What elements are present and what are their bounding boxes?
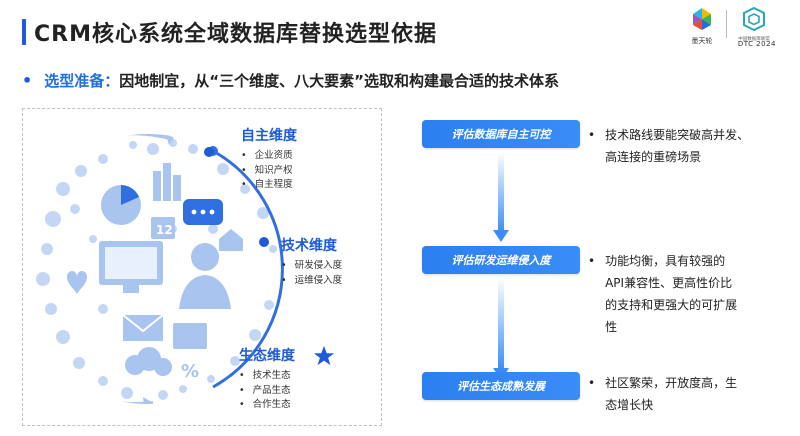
bullet-icon: •: [588, 128, 596, 142]
step-intrusion-desc: • 功能均衡，具有较强的 API兼容性、更高性价比 的支持和更强大的可扩展 性: [588, 250, 784, 338]
page-title: CRM核心系统全域数据库替换选型依据: [34, 22, 437, 47]
step-intrusion-button: 评估研发运维侵入度: [422, 246, 580, 274]
desc-line: 的支持和更强大的可扩展: [605, 298, 738, 312]
dimension-illustration: 12 %: [36, 134, 284, 404]
ecosystem-dimension: 生态维度 技术生态 产品生态 合作生态: [239, 345, 295, 413]
desc-line: 高连接的重磅场景: [605, 150, 702, 164]
subheading-label: 选型准备：: [44, 72, 120, 90]
bullet-icon: •: [22, 71, 33, 90]
subheading: • 选型准备： 因地制宜，从“三个维度、八大要素”选取和构建最合适的技术体系: [22, 70, 559, 91]
motianlun-logo: 墨天轮: [684, 6, 720, 46]
svg-text:12: 12: [156, 223, 173, 237]
motianlun-logo-icon: [693, 8, 711, 30]
title-bar: CRM核心系统全域数据库替换选型依据: [22, 14, 437, 50]
technical-dot: [259, 237, 269, 247]
bullet-icon: •: [588, 254, 596, 268]
dimension-title: 自主维度: [241, 128, 297, 144]
desc-line: 功能均衡，具有较强的: [605, 254, 726, 268]
db-alliance-logo: 中国数据库联盟: [732, 6, 776, 42]
dimension-item: 合作生态: [239, 398, 295, 413]
desc-line: 技术路线要能突破高并发、: [605, 128, 750, 142]
dimension-panel: 12 %: [22, 108, 382, 426]
title-accent-bar: [22, 19, 26, 45]
autonomy-dot: [204, 147, 214, 157]
desc-line: 性: [605, 320, 618, 334]
desc-line: 态增长快: [605, 398, 654, 412]
step-ecosystem-desc: • 社区繁荣，开放度高，生 态增长快: [588, 372, 784, 416]
dimension-item: 知识产权: [241, 164, 297, 179]
logo-divider: [726, 10, 727, 38]
autonomy-dimension: 自主维度 企业资质 知识产权 自主程度: [241, 125, 297, 193]
dimension-item: 产品生态: [239, 384, 295, 399]
flow-arrow-down-icon: [493, 278, 509, 380]
dimension-title: 技术维度: [281, 238, 337, 254]
db-alliance-logo-icon: [743, 6, 765, 32]
step-autonomy-button: 评估数据库自主可控: [422, 120, 580, 148]
step-ecosystem-button: 评估生态成熟发展: [422, 372, 580, 400]
dimension-title: 生态维度: [239, 348, 295, 364]
dimension-item: 自主程度: [241, 178, 297, 193]
dimension-item: 技术生态: [239, 369, 295, 384]
subheading-text: 因地制宜，从“三个维度、八大要素”选取和构建最合适的技术体系: [119, 72, 559, 90]
event-logos: 墨天轮 中国数据库联盟: [684, 4, 780, 52]
bullet-icon: •: [588, 376, 596, 390]
motianlun-logo-text: 墨天轮: [691, 37, 713, 45]
flow-arrow-down-icon: [493, 152, 509, 242]
desc-line: API兼容性、更高性价比: [605, 276, 733, 290]
star-icon: [313, 345, 335, 366]
svg-text:%: %: [181, 361, 199, 382]
technical-dimension: 技术维度 研发侵入度 运维侵入度: [281, 235, 342, 288]
dimension-item: 研发侵入度: [281, 259, 343, 274]
dimension-item: 企业资质: [241, 149, 297, 164]
desc-line: 社区繁荣，开放度高，生: [605, 376, 738, 390]
event-name: DTC 2024: [737, 40, 776, 48]
db-alliance-logo-text: 中国数据库联盟: [738, 37, 770, 42]
step-autonomy-desc: • 技术路线要能突破高并发、 高连接的重磅场景: [588, 124, 784, 168]
dimension-item: 运维侵入度: [281, 274, 343, 289]
